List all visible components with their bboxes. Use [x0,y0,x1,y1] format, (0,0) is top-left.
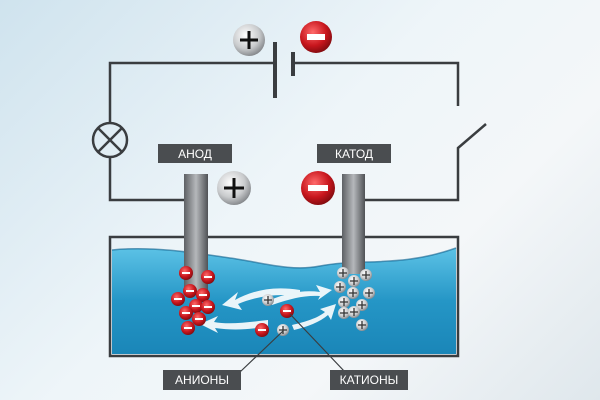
anions-cluster [171,266,294,337]
water-surface [111,247,457,269]
anion [171,292,185,306]
cathode-rod [342,174,365,274]
battery [273,42,295,98]
migration-arrows [200,285,336,333]
cations-cluster [262,267,375,336]
svg-text:КАТОД: КАТОД [335,147,373,161]
anion [255,323,269,337]
circuit-wires [108,61,487,202]
cation [348,306,360,318]
cations-label: КАТИОНЫ [330,370,408,390]
anion [196,288,210,302]
anions-label: АНИОНЫ [163,370,241,390]
cation [334,281,346,293]
cation [337,267,349,279]
cation [347,287,359,299]
minus-circle-icon [300,21,332,53]
anion [189,299,203,313]
cation [262,294,274,306]
cation [277,324,289,336]
cation [348,275,360,287]
svg-text:АНОД: АНОД [178,147,212,161]
anion [181,321,195,335]
cathode-label: КАТОД [317,144,391,163]
cation [338,296,350,308]
cation [356,299,368,311]
minus-circle-icon [301,171,335,205]
cation [363,287,375,299]
cation [360,269,372,281]
cation [338,307,350,319]
anion [179,266,193,280]
anion [201,300,215,314]
plus-circle-icon [217,171,251,205]
anion [201,270,215,284]
anion [192,312,206,326]
plus-circle-icon [233,24,265,56]
svg-text:КАТИОНЫ: КАТИОНЫ [340,373,399,387]
electrolysis-tank [108,235,460,358]
label-pointers [239,313,346,373]
anion [183,284,197,298]
anion [179,306,193,320]
anode-label: АНОД [158,144,232,163]
svg-text:АНИОНЫ: АНИОНЫ [175,373,229,387]
cation [356,319,368,331]
lamp-icon [91,121,129,159]
